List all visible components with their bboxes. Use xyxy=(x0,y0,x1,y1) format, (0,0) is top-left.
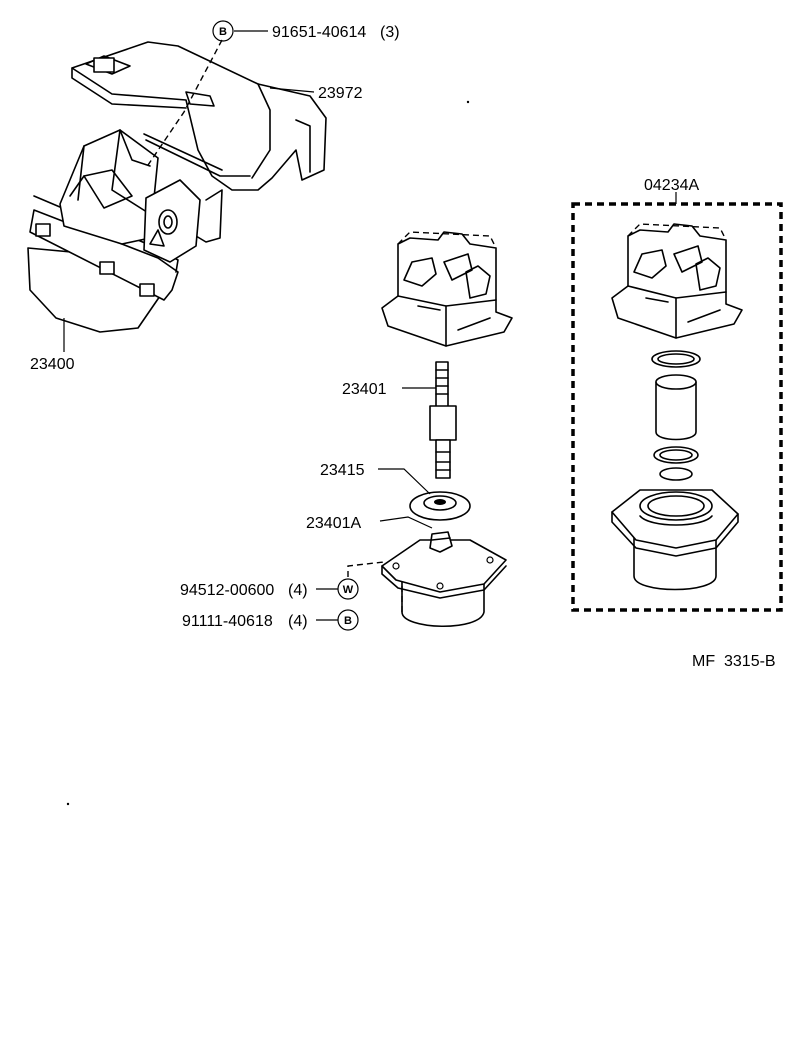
compressor-bolt xyxy=(99,261,115,275)
leader-23972 xyxy=(269,87,315,93)
scan-speck xyxy=(466,100,470,104)
leader-23415 xyxy=(378,468,431,495)
shaft-23401 xyxy=(429,361,457,479)
kit-04234A xyxy=(571,202,783,612)
symbol-b-91111: B xyxy=(337,609,359,631)
base-23401A xyxy=(381,531,507,627)
kit-base xyxy=(611,489,739,591)
quantity-91111: (4) xyxy=(288,613,308,630)
part-number-04234A: 04234A xyxy=(644,177,699,194)
part-number-23972: 23972 xyxy=(318,85,363,102)
part-number-23401: 23401 xyxy=(342,381,387,398)
part-number-23415: 23415 xyxy=(320,462,365,479)
bracket-23972 xyxy=(71,41,327,243)
cap-upper xyxy=(381,231,513,347)
quantity-94512: (4) xyxy=(288,582,308,599)
symbol-b-91651: B xyxy=(212,20,234,42)
compressor-bolt xyxy=(139,283,155,297)
part-number-91111: 91111-40618 xyxy=(182,613,273,630)
seal-23415 xyxy=(409,491,471,521)
svg-text:W: W xyxy=(343,584,354,596)
svg-text:B: B xyxy=(344,615,352,627)
scan-speck xyxy=(66,802,70,806)
bracket-nut xyxy=(93,57,115,73)
quantity-91651: (3) xyxy=(380,24,400,41)
compressor-assembly-23400 xyxy=(27,129,201,333)
leader-94512-dashed xyxy=(347,561,385,577)
part-number-23400: 23400 xyxy=(30,356,75,373)
kit-sleeve xyxy=(655,381,697,441)
leader-23401A xyxy=(379,516,433,529)
kit-boundary xyxy=(571,202,783,612)
svg-text:B: B xyxy=(219,26,227,38)
part-number-91651: 91651-40614 xyxy=(272,24,366,41)
compressor-bolt xyxy=(35,223,51,237)
kit-cap xyxy=(611,223,743,339)
leader-91651-dashed xyxy=(145,39,223,169)
diagram-reference: MF 3315-B xyxy=(692,653,776,670)
kit-oring-small xyxy=(659,467,693,481)
part-number-94512: 94512-00600 xyxy=(180,582,274,599)
symbol-w-94512: W xyxy=(337,578,359,600)
part-number-23401A: 23401A xyxy=(306,515,361,532)
